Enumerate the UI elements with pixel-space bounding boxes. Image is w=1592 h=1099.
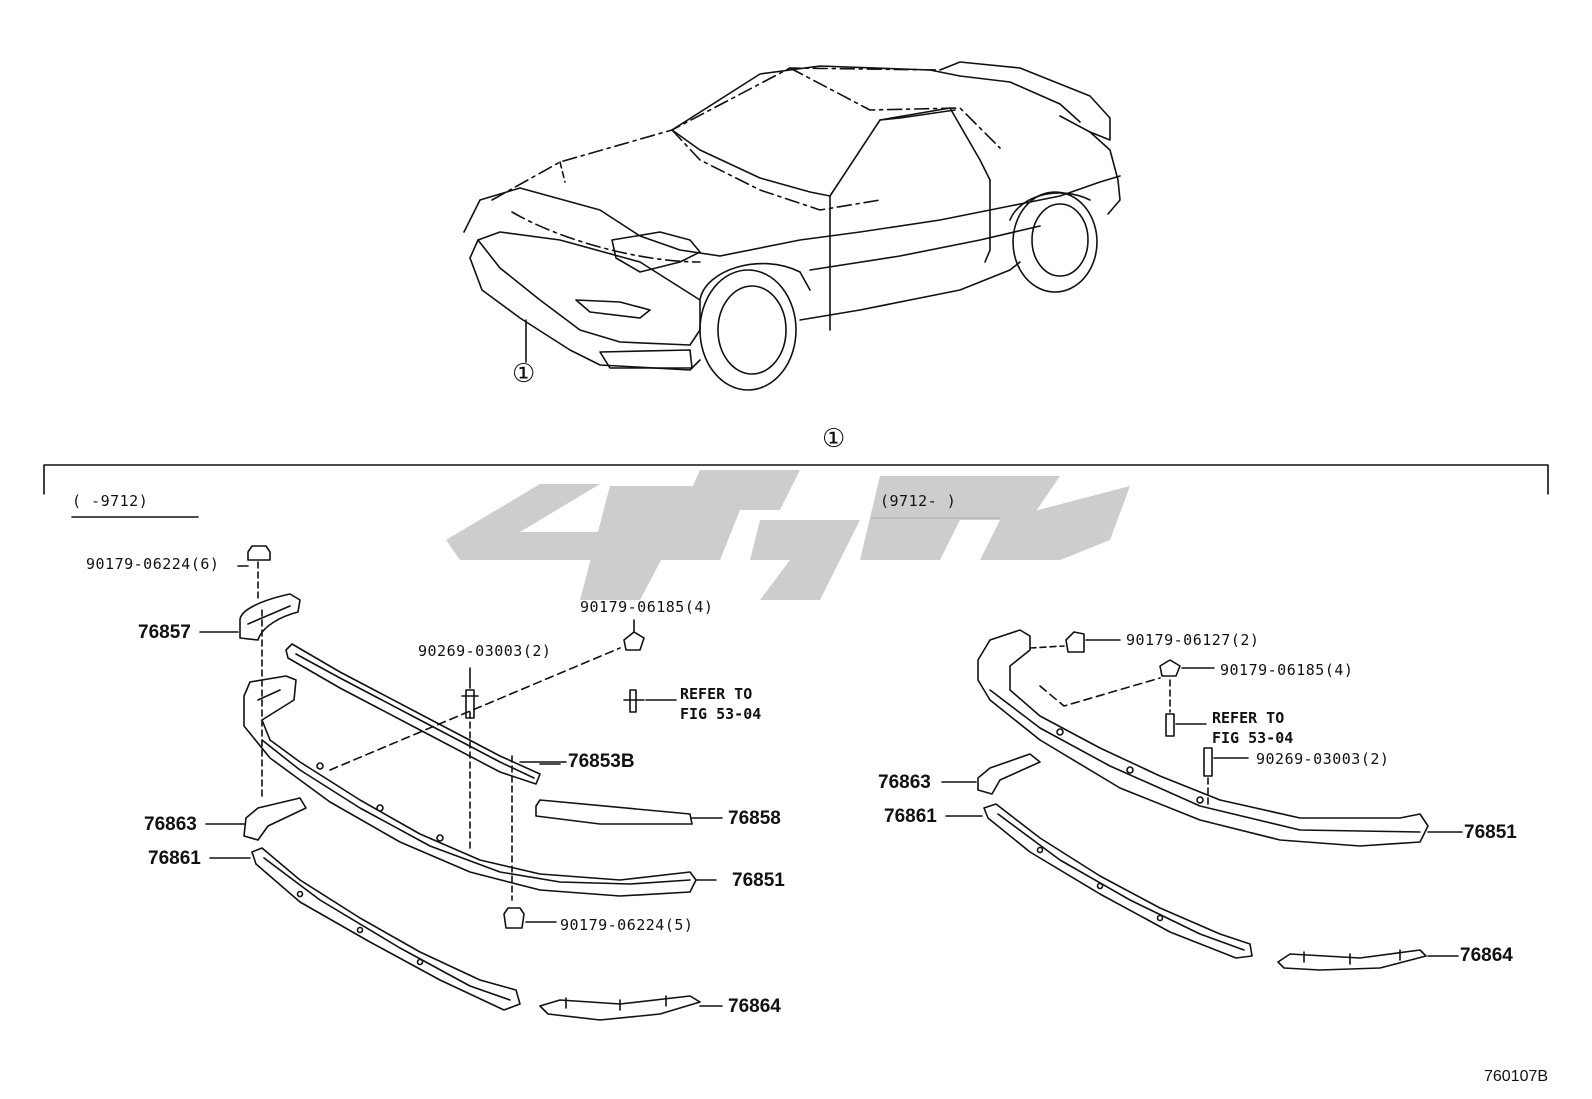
right-part-76851: 76851 — [1464, 822, 1517, 843]
right-clip-b-label: 90179-06185(4) — [1220, 661, 1354, 679]
left-clip-top-label: 90179-06224(6) — [86, 555, 220, 573]
left-part-76864: 76864 — [728, 996, 781, 1017]
right-part-76863: 76863 — [878, 772, 931, 793]
left-clip-bottom-label: 90179-06224(5) — [560, 916, 694, 934]
left-screw-label: 90269-03003(2) — [418, 642, 552, 660]
figure-code: 760107B — [1484, 1068, 1549, 1085]
left-part-76857: 76857 — [138, 622, 191, 643]
left-refer-line2: FIG 53-04 — [680, 705, 762, 723]
right-range-label: (9712- ) — [880, 492, 957, 510]
right-screw-label: 90269-03003(2) — [1256, 750, 1390, 768]
callout-car: ① — [512, 359, 536, 389]
callout-main: ① — [822, 424, 846, 454]
right-part-76864: 76864 — [1460, 945, 1513, 966]
left-refer-line1: REFER TO — [680, 685, 753, 703]
right-clip-a-label: 90179-06127(2) — [1126, 631, 1260, 649]
section-bracket — [43, 464, 1549, 495]
left-part-76853B: 76853B — [568, 751, 635, 772]
watermark-logo — [446, 470, 1130, 600]
left-clip-right-label: 90179-06185(4) — [580, 598, 714, 616]
left-part-76863: 76863 — [144, 814, 197, 835]
right-refer-line1: REFER TO — [1212, 709, 1285, 727]
left-part-76861: 76861 — [148, 848, 201, 869]
right-part-76861: 76861 — [884, 806, 937, 827]
right-refer-line2: FIG 53-04 — [1212, 729, 1294, 747]
car-illustration — [463, 61, 1121, 391]
right-group-parts — [871, 517, 1463, 971]
left-part-76858: 76858 — [728, 808, 781, 829]
left-part-76851: 76851 — [732, 870, 785, 891]
left-range-label: ( -9712) — [72, 492, 149, 510]
left-group-parts — [43, 464, 1549, 1021]
